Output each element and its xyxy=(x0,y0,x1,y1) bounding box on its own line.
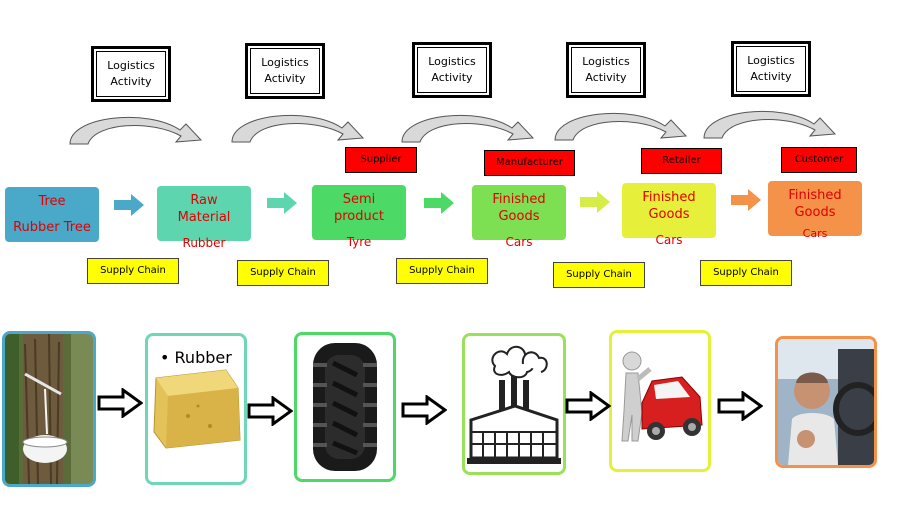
logistics-activity-box: Logistics Activity xyxy=(731,41,811,97)
supply-chain-label: Supply Chain xyxy=(553,262,645,288)
stage-title: Tree xyxy=(38,194,66,209)
stage-subtitle: Cars xyxy=(655,233,683,247)
flow-arrow-icon xyxy=(267,192,297,214)
logistics-activity-box: Logistics Activity xyxy=(412,42,492,98)
photo-rubber-tree xyxy=(2,331,96,487)
hollow-arrow-icon xyxy=(247,396,293,426)
stage-finished-goods-customer: Finished Goods xyxy=(768,181,862,236)
hollow-arrow-icon xyxy=(401,395,447,425)
curved-arrow-icon xyxy=(703,110,837,139)
curved-arrow-icon xyxy=(231,114,365,143)
role-label-customer: Customer xyxy=(781,147,857,173)
logistics-activity-box: Logistics Activity xyxy=(566,42,646,98)
flow-arrow-icon xyxy=(424,192,454,214)
photo-retailer xyxy=(609,330,711,472)
supply-chain-label: Supply Chain xyxy=(396,258,488,284)
supply-chain-label: Supply Chain xyxy=(237,260,329,286)
tyre-icon xyxy=(313,343,377,471)
stage-subtitle: Rubber Tree xyxy=(13,220,91,235)
hollow-arrow-icon xyxy=(97,388,143,418)
stage-finished-goods-manufacturer: Finished Goods xyxy=(472,185,566,240)
curved-arrow-icon xyxy=(401,114,535,143)
customer-driver-icon xyxy=(778,339,874,465)
photo-caption: • Rubber xyxy=(160,348,232,367)
stage-title: Finished Goods xyxy=(492,192,546,224)
car-retailer-icon xyxy=(621,351,703,442)
stage-finished-goods-retailer: Finished Goods xyxy=(622,183,716,238)
stage-title: Finished Goods xyxy=(642,190,696,222)
stage-title: Raw Material xyxy=(177,193,231,225)
stage-subtitle: Tyre xyxy=(346,235,372,249)
photo-rubber: • Rubber xyxy=(145,333,247,485)
flow-arrow-icon xyxy=(731,189,761,211)
logistics-activity-box: Logistics Activity xyxy=(91,46,171,102)
role-label-supplier: Supplier xyxy=(345,147,417,173)
rubber-tree-tapping-icon xyxy=(5,334,93,484)
supply-chain-label: Supply Chain xyxy=(700,260,792,286)
curved-arrow-icon xyxy=(69,116,203,145)
flow-arrow-icon xyxy=(114,194,144,216)
stage-title: Semi product xyxy=(333,192,384,224)
stage-tree: Tree xyxy=(5,187,99,242)
flow-arrow-icon xyxy=(580,191,610,213)
stage-semi-product: Semi product xyxy=(312,185,406,240)
stage-subtitle: Cars xyxy=(505,235,533,249)
role-label-manufacturer: Manufacturer xyxy=(484,150,575,176)
stage-raw-material: Raw Material xyxy=(157,186,251,241)
photo-customer xyxy=(775,336,877,468)
stage-title: Finished Goods xyxy=(788,188,842,220)
curved-arrow-icon xyxy=(554,112,688,141)
rubber-block-icon xyxy=(153,369,241,449)
photo-tyre xyxy=(294,332,396,482)
logistics-activity-box: Logistics Activity xyxy=(245,43,325,99)
photo-factory xyxy=(462,333,566,475)
stage-subtitle: Cars xyxy=(802,227,828,240)
supply-chain-label: Supply Chain xyxy=(87,258,179,284)
factory-icon xyxy=(467,345,561,464)
hollow-arrow-icon xyxy=(717,391,763,421)
role-label-retailer: Retailer xyxy=(641,148,722,174)
stage-subtitle: Rubber xyxy=(182,236,226,250)
hollow-arrow-icon xyxy=(565,391,611,421)
